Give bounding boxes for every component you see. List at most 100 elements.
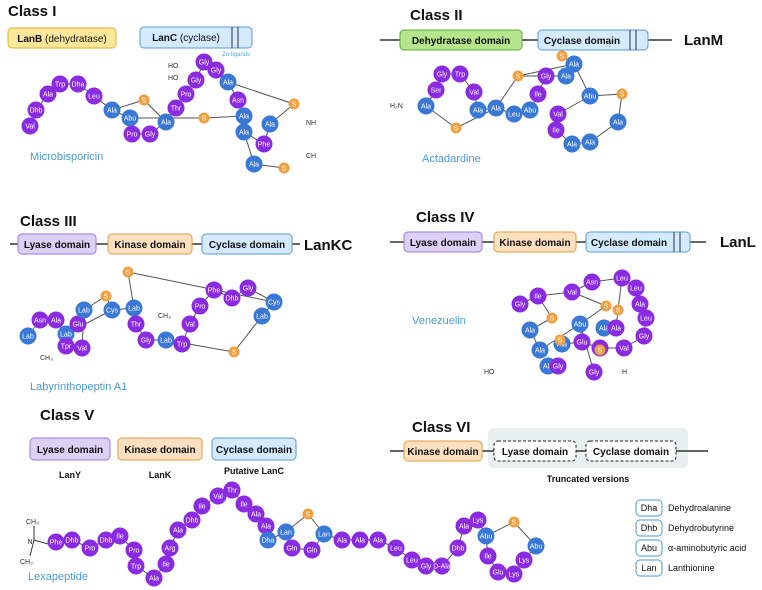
residue-label: Gly [515, 301, 526, 308]
residue-label: S [512, 519, 517, 526]
residue-label: Lys [519, 557, 530, 564]
svg-text:Dha: Dha [641, 503, 658, 513]
residue-bead [333, 531, 351, 549]
residue-label: Ile [534, 293, 542, 300]
residue-label: Dhb [226, 295, 239, 302]
residue-bead [261, 115, 279, 133]
residue-label: Cys [268, 299, 281, 306]
residue-label: Ile [116, 533, 124, 540]
residue-label: Trp [455, 71, 465, 78]
residue-label: Ala [459, 523, 469, 530]
residue-bead [265, 293, 283, 311]
residue-bead [253, 307, 271, 325]
residue-bead [563, 283, 581, 301]
residue-label: Leu [616, 275, 628, 282]
residue-bead [205, 281, 223, 299]
residue-label: S [620, 91, 625, 98]
residue-bead [549, 357, 567, 375]
residue-label: Val [185, 321, 195, 328]
residue-label: Ala [611, 325, 621, 332]
residue-bead [479, 547, 497, 565]
residue-label: Asn [34, 317, 46, 324]
class6-title: Class VI [412, 419, 470, 436]
residue-label: Gly [199, 59, 210, 66]
residue-bead [209, 487, 227, 505]
sulfur-atom [100, 290, 112, 302]
residue-label: Lys [509, 571, 520, 578]
residue-label: Ala [249, 161, 259, 168]
lanb-label: LanB [17, 34, 42, 45]
residue-bead [417, 557, 435, 575]
class4-title: Class IV [416, 209, 474, 226]
svg-text:Cyclase domain: Cyclase domain [591, 238, 667, 249]
residue-bead [283, 539, 301, 557]
residue-bead [387, 539, 405, 557]
class4-lyase-domain: Lyase domain [403, 231, 483, 253]
h-label: H [622, 369, 627, 376]
residue-label: Ala [473, 107, 483, 114]
legend-item-dha: Dha Dehydroalanine [635, 499, 731, 517]
residue-label: Leu [88, 93, 100, 100]
legend-item-abu: Abu α-aminobutyric acid [635, 539, 746, 557]
residue-label: Pro [129, 547, 140, 554]
residue-label: Ile [552, 127, 560, 134]
residue-label: Dhb [452, 545, 465, 552]
sulfur-atom [122, 266, 134, 278]
sulfur-atom [228, 346, 240, 358]
residue-label: Gln [307, 547, 318, 554]
residue-bead [351, 531, 369, 549]
residue-label: Ala [161, 119, 171, 126]
residue-label: D-Ala [433, 563, 451, 570]
actadardine-label: Actadardine [422, 153, 481, 165]
residue-bead [157, 113, 175, 131]
residue-label: S [142, 97, 147, 104]
residue-bead [585, 363, 603, 381]
residue-label: Ala [561, 73, 571, 80]
residue-bead [173, 335, 191, 353]
venezuelin-label: Venezuelin [412, 315, 466, 327]
residue-bead [127, 557, 145, 575]
residue-bead [125, 299, 143, 317]
class5-title: Class V [40, 407, 94, 424]
svg-text:LanC (cyclase): LanC (cyclase) [152, 33, 220, 44]
residue-label: Val [553, 111, 563, 118]
residue-label: Leu [640, 315, 652, 322]
residue-label: Ala [51, 317, 61, 324]
class3-lyase-domain: Lyase domain [17, 233, 97, 255]
residue-label: Cys [106, 307, 119, 314]
class4-kinase-domain: Kinase domain [493, 231, 577, 253]
residue-bead [521, 101, 539, 119]
residue-label: Lan [280, 529, 292, 536]
class5-kinase-domain: Kinase domain [117, 437, 203, 461]
legend-item-dhb: Dhb Dehydrobutyrine [635, 519, 734, 537]
class5-cyclase-domain: Cyclase domain [211, 437, 297, 461]
residue-label: Pro [195, 303, 206, 310]
svg-text:Cyclase domain: Cyclase domain [544, 36, 620, 47]
residue-bead [111, 527, 129, 545]
residue-bead [595, 319, 613, 337]
residue-label: Gly [141, 337, 152, 344]
residue-label: Thr [171, 105, 182, 112]
residue-bead [571, 315, 589, 333]
residue-bead [141, 125, 159, 143]
residue-label: Ala [635, 301, 645, 308]
residue-label: S [232, 349, 237, 356]
residue-label: Glu [493, 569, 504, 576]
residue-label: S [282, 165, 287, 172]
lexapeptide-label: Lexapeptide [28, 571, 88, 583]
residue-bead [103, 301, 121, 319]
residue-label: S [202, 115, 207, 122]
class5-lyase-domain: Lyase domain [29, 437, 111, 461]
residue-bead [433, 557, 451, 575]
residue-bead [529, 85, 547, 103]
residue-label: S [516, 73, 521, 80]
residue-bead [451, 65, 469, 83]
residue-bead [73, 339, 91, 357]
residue-bead [187, 71, 205, 89]
residue-bead [39, 85, 57, 103]
residue-label: Ala [223, 79, 233, 86]
residue-bead [177, 85, 195, 103]
residue-bead [465, 83, 483, 101]
sulfur-atom [450, 122, 462, 134]
residue-label: Gly [145, 131, 156, 138]
